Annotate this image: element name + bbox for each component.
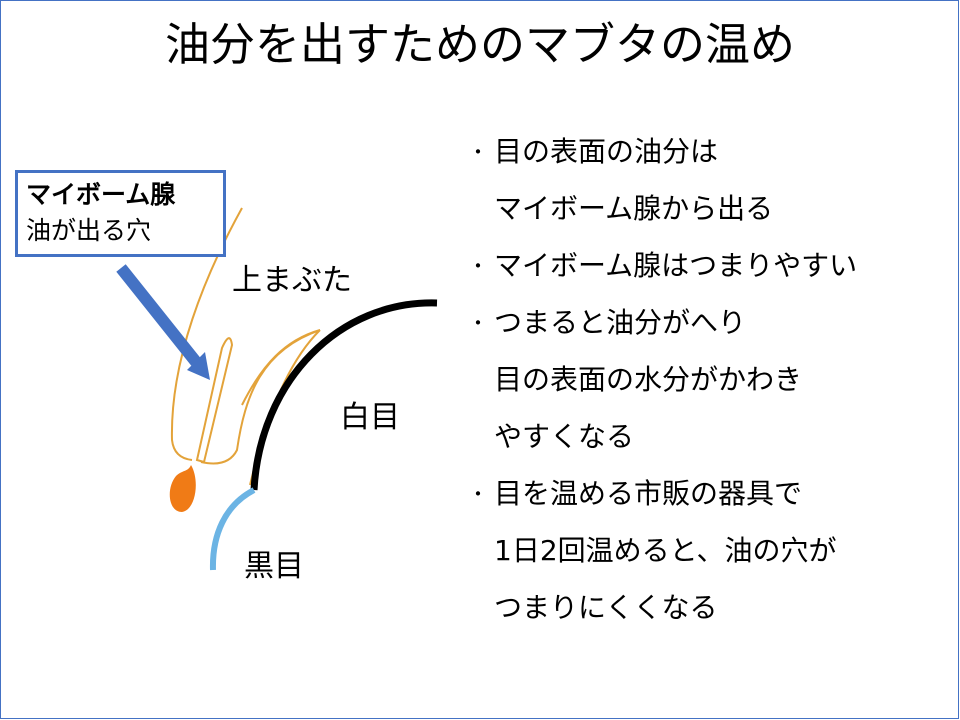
arrow-icon (116, 264, 210, 380)
bullet-text: つまりにくくなる (494, 591, 718, 624)
bullet-item: ・つまると油分がへり 目の表面の水分がかわき やすくなる (468, 303, 857, 474)
label-iris: 黒目 (244, 549, 304, 584)
bullet-item: ・目の表面の油分は マイボーム腺から出る (468, 132, 857, 246)
bullet-text: 1日2回温めると、油の穴が (494, 534, 837, 567)
meibomian-callout: マイボーム腺 油が出る穴 (15, 170, 226, 257)
bullet-dot: ・ (468, 140, 488, 164)
oil-drop (169, 465, 196, 512)
bullet-dot: ・ (468, 311, 488, 335)
bullet-list: ・目の表面の油分は マイボーム腺から出る ・マイボーム腺はつまりやすい ・つまる… (468, 132, 857, 645)
bullet-text: 目を温める市販の器具で (494, 477, 803, 510)
sclera-arc (250, 299, 438, 491)
bullet-text: マイボーム腺はつまりやすい (494, 249, 858, 282)
bullet-dot: ・ (468, 482, 488, 506)
bullet-text: つまると油分がへり (494, 306, 747, 339)
bullet-text: やすくなる (494, 420, 635, 453)
bullet-text: マイボーム腺から出る (494, 192, 774, 225)
iris-arc (209, 487, 256, 571)
bullet-item: ・マイボーム腺はつまりやすい (468, 246, 857, 303)
bullet-text: 目の表面の油分は (494, 135, 719, 168)
callout-title: マイボーム腺 (26, 180, 176, 209)
label-eyelid: 上まぶた (232, 263, 352, 298)
callout-subtitle: 油が出る穴 (26, 216, 152, 245)
bullet-text: 目の表面の水分がかわき (494, 363, 803, 396)
label-sclera: 白目 (340, 400, 400, 435)
bullet-item: ・目を温める市販の器具で 1日2回温めると、油の穴が つまりにくくなる (468, 474, 857, 645)
slide-title: 油分を出すためのマブタの温め (164, 18, 795, 71)
meibomian-gland (195, 337, 234, 464)
bullet-dot: ・ (468, 254, 488, 278)
